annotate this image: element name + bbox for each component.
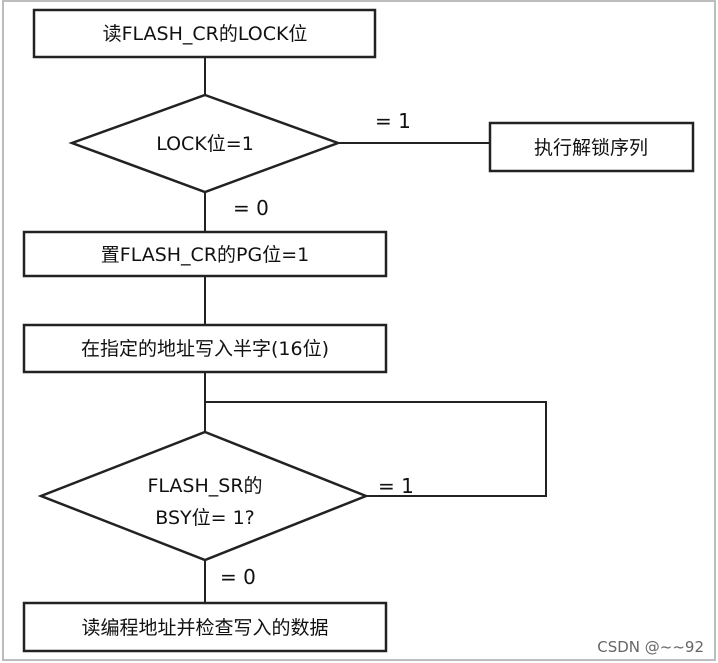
verify-label: 读编程地址并检查写入的数据 [81,617,328,639]
lock-yes-label: = 1 [375,109,411,133]
verify-node [22,601,388,653]
unlock-sequence-label: 执行解锁序列 [534,137,648,159]
watermark: CSDN @~~92 [597,638,704,656]
bsy-yes-label: = 1 [378,474,414,498]
set-pg-node [22,230,388,278]
bsy-no-label: = 0 [220,565,256,589]
read-lock-node [32,8,377,59]
bsy-decision-label-line1: FLASH_SR的 [147,475,262,497]
unlock-sequence-node [488,121,695,173]
lock-no-label: = 0 [233,196,269,220]
read-lock-label: 读FLASH_CR的LOCK位 [103,23,308,45]
write-halfword-label: 在指定的地址写入半字(16位) [81,338,329,360]
write-halfword-node [22,323,388,374]
bsy-decision-label-line2: BSY位= 1? [155,507,255,529]
lock-decision-label: LOCK位=1 [156,133,254,155]
lock-decision [68,93,342,194]
set-pg-label: 置FLASH_CR的PG位=1 [101,244,309,266]
bsy-decision [37,430,370,562]
connectors [204,57,547,603]
